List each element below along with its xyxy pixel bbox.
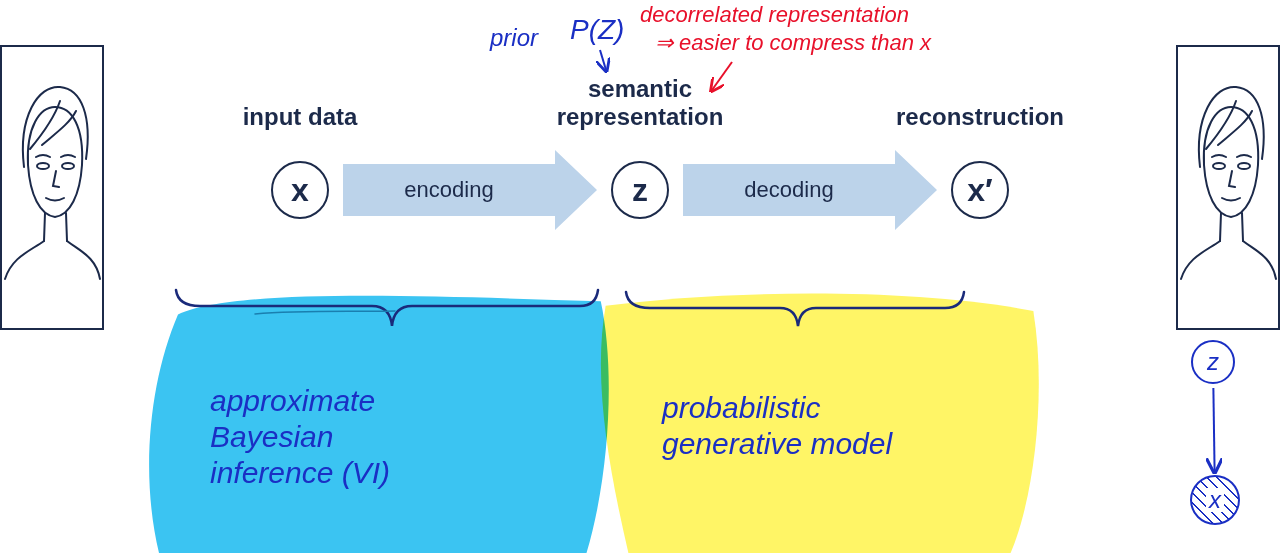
handwritten-note: probabilistic generative model	[662, 390, 912, 462]
blob-fill	[601, 294, 1039, 553]
prior-note: prior	[490, 24, 538, 52]
block-arrow	[343, 150, 597, 230]
variable-node: semantic representation z	[545, 75, 735, 219]
dependency-arrow	[1213, 388, 1214, 471]
annotation-note: decorrelated representation	[640, 2, 909, 28]
node-circle: x	[1190, 475, 1240, 525]
variable-symbol: z	[632, 174, 648, 206]
region-blob: probabilistic generative model	[592, 290, 1047, 553]
leader-arrow	[600, 50, 606, 70]
variable-symbol: x′	[967, 174, 992, 206]
input-face	[1, 46, 103, 329]
variable-symbol: z	[1207, 350, 1219, 374]
region-blob: approximate Bayesian inference (VI)	[140, 288, 615, 553]
stage-heading: semantic representation	[545, 75, 735, 131]
output-face	[1177, 46, 1279, 329]
variable-symbol: x	[1206, 488, 1224, 512]
node-circle: x	[271, 161, 329, 219]
handwritten-note: approximate Bayesian inference (VI)	[210, 383, 450, 491]
node-circle: z	[611, 161, 669, 219]
curly-brace	[626, 292, 964, 326]
variable-node: input data x	[243, 103, 358, 219]
pen-stroke	[255, 311, 395, 314]
prior-note: P(Z)	[570, 14, 624, 46]
block-arrow	[683, 150, 937, 230]
node-circle: x′	[951, 161, 1009, 219]
edge-label: encoding	[402, 177, 495, 203]
stage-heading: reconstruction	[896, 103, 1064, 131]
variable-node: z	[1191, 340, 1235, 384]
stage-heading: input data	[243, 103, 358, 131]
variable-node: x	[1190, 475, 1240, 525]
node-circle: z	[1191, 340, 1235, 384]
blob-fill	[149, 296, 609, 553]
leader-arrow	[712, 62, 732, 90]
curly-brace	[176, 290, 598, 326]
annotation-note: ⇒ easier to compress than x	[655, 30, 931, 56]
edge-label: decoding	[742, 177, 835, 203]
variable-symbol: x	[291, 174, 309, 206]
variable-node: reconstruction x′	[896, 103, 1064, 219]
